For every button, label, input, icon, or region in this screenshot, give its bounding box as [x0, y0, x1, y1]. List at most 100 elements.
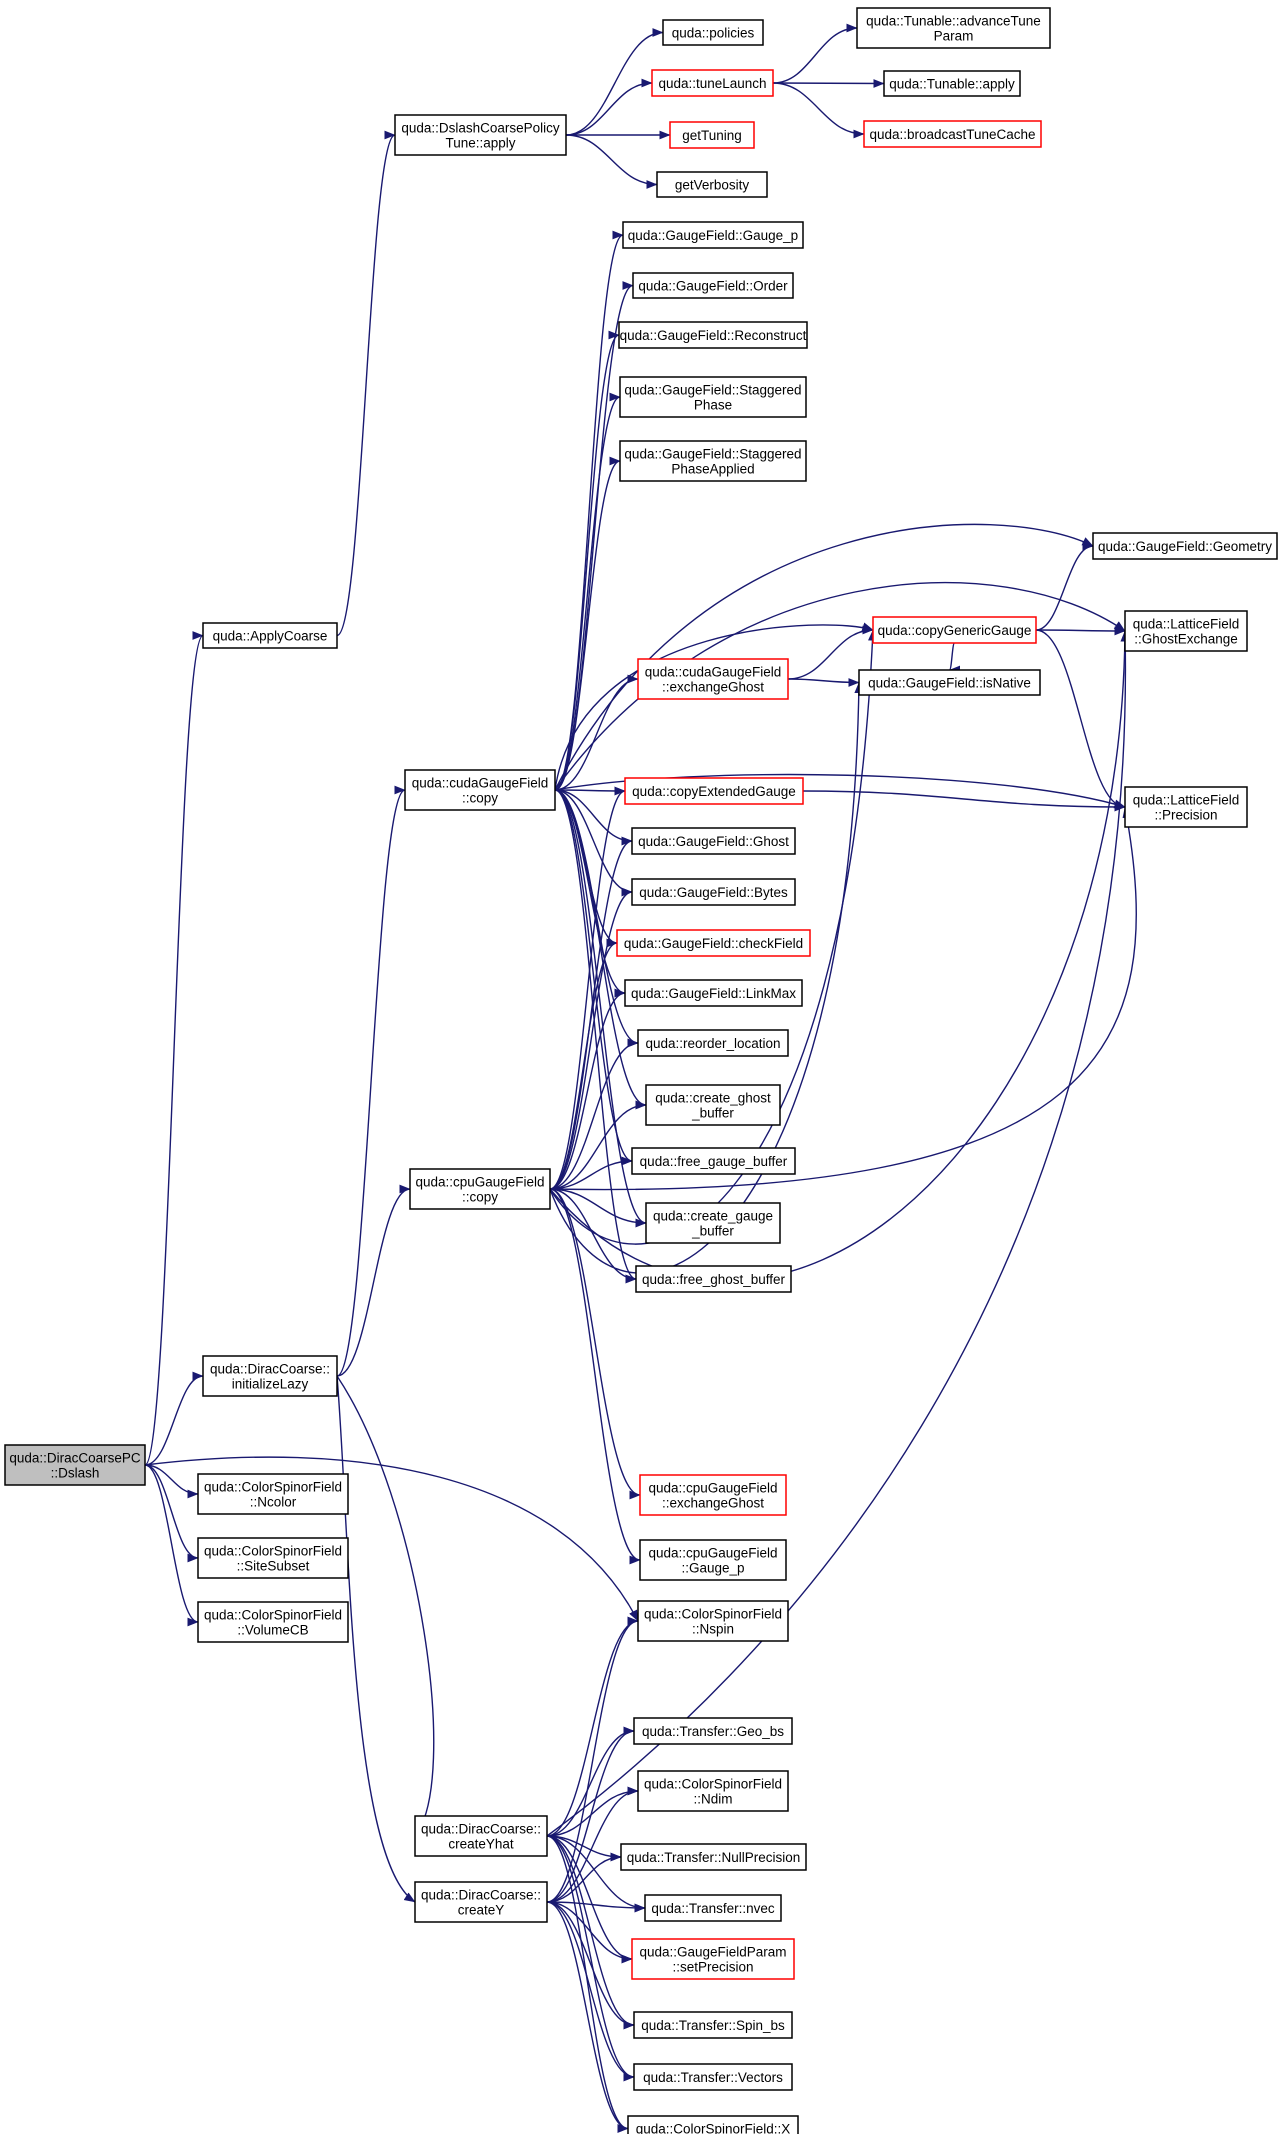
edge-dslashPolicy-to-tuneLaunch [565, 78, 653, 136]
edge-createY-to-nvec [546, 1901, 646, 1913]
node-box [856, 7, 1051, 49]
node-box [637, 1600, 789, 1642]
node-root[interactable]: quda::DiracCoarsePC::Dslash [4, 1444, 146, 1486]
node-createY[interactable]: quda::DiracCoarse::createY [414, 1881, 548, 1923]
node-label: Tune::apply [445, 136, 515, 151]
edge-copyExtendedGauge-to-precision [802, 790, 1126, 812]
node-nvec[interactable]: quda::Transfer::nvec [644, 1894, 782, 1922]
node-ncolor[interactable]: quda::ColorSpinorField::Ncolor [197, 1473, 349, 1515]
node-gaugeP[interactable]: quda::GaugeField::Gauge_p [622, 221, 804, 249]
node-broadcastTune[interactable]: quda::broadcastTuneCache [863, 120, 1042, 148]
node-label: quda::cudaGaugeField [412, 776, 549, 791]
node-copyGenericGauge[interactable]: quda::copyGenericGauge [872, 616, 1037, 644]
node-cpuCopy[interactable]: quda::cpuGaugeField::copy [409, 1168, 551, 1210]
node-box [863, 120, 1042, 148]
node-label: quda::policies [672, 26, 755, 41]
node-label: quda::copyExtendedGauge [632, 784, 796, 799]
node-box [619, 440, 807, 482]
edge-root-to-applyCoarse [144, 631, 204, 1466]
node-label: quda::ColorSpinorField [644, 1607, 782, 1622]
node-label: ::Precision [1154, 808, 1217, 823]
node-box [635, 1265, 792, 1293]
node-cudaExchangeGhost[interactable]: quda::cudaGaugeField::exchangeGhost [637, 658, 789, 700]
node-linkMax[interactable]: quda::GaugeField::LinkMax [624, 979, 803, 1007]
edge-applyCoarse-to-dslashPolicy [336, 130, 396, 637]
edge-copyGenericGauge-to-precision [1035, 629, 1126, 812]
node-vectors[interactable]: quda::Transfer::Vectors [633, 2063, 793, 2091]
edge-tuneLaunch-to-broadcastTune [772, 82, 865, 139]
node-reconstruct[interactable]: quda::GaugeField::Reconstruct [618, 321, 808, 349]
node-order[interactable]: quda::GaugeField::Order [632, 272, 794, 299]
edge-cudaCopy-to-precision [554, 773, 1126, 809]
node-box [620, 1843, 807, 1871]
node-nspin[interactable]: quda::ColorSpinorField::Nspin [637, 1600, 789, 1642]
node-label: ::SiteSubset [237, 1559, 310, 1574]
node-box [197, 1473, 349, 1515]
edge-cpuCopy-to-checkField [549, 938, 618, 1190]
node-box [858, 669, 1041, 696]
node-reorderLocation[interactable]: quda::reorder_location [637, 1029, 789, 1057]
node-volumeCB[interactable]: quda::ColorSpinorField::VolumeCB [197, 1601, 349, 1643]
node-box [633, 1717, 793, 1745]
node-getTuning[interactable]: getTuning [669, 121, 755, 149]
node-freeGaugeBuffer[interactable]: quda::free_gauge_buffer [631, 1147, 796, 1175]
node-applyCoarse[interactable]: quda::ApplyCoarse [202, 622, 338, 649]
node-createYhat[interactable]: quda::DiracCoarse::createYhat [414, 1815, 548, 1857]
node-geometry[interactable]: quda::GaugeField::Geometry [1092, 532, 1278, 560]
node-label: quda::GaugeField::Order [638, 279, 788, 294]
node-createGaugeBuffer[interactable]: quda::create_gauge_buffer [645, 1202, 781, 1244]
node-tuneLaunch[interactable]: quda::tuneLaunch [651, 69, 774, 97]
node-createGhostBuffer[interactable]: quda::create_ghost_buffer [645, 1084, 781, 1126]
node-isNative[interactable]: quda::GaugeField::isNative [858, 669, 1041, 696]
node-label: quda::ApplyCoarse [213, 629, 328, 644]
node-precision[interactable]: quda::LatticeField::Precision [1124, 786, 1248, 828]
node-cpuExchangeGhost[interactable]: quda::cpuGaugeField::exchangeGhost [639, 1474, 787, 1516]
node-cpuGaugeP[interactable]: quda::cpuGaugeField::Gauge_p [639, 1539, 787, 1581]
edge-createY-to-ndim [546, 1786, 639, 1903]
node-label: PhaseApplied [671, 462, 754, 477]
node-box [631, 1147, 796, 1175]
node-label: ::setPrecision [672, 1960, 753, 1975]
node-label: createYhat [448, 1837, 514, 1852]
edge-cpuCopy-to-copyExtendedGauge [549, 786, 626, 1190]
node-ghostExchange[interactable]: quda::LatticeField::GhostExchange [1124, 610, 1248, 652]
node-cudaCopy[interactable]: quda::cudaGaugeField::copy [404, 769, 556, 811]
node-bytes[interactable]: quda::GaugeField::Bytes [631, 878, 796, 906]
node-geoBs[interactable]: quda::Transfer::Geo_bs [633, 1717, 793, 1745]
node-label: quda::Transfer::Spin_bs [641, 2018, 785, 2033]
node-box [883, 70, 1021, 97]
node-label: ::exchangeGhost [662, 680, 764, 695]
node-copyExtendedGauge[interactable]: quda::copyExtendedGauge [624, 777, 804, 805]
node-setPrecision[interactable]: quda::GaugeFieldParam::setPrecision [631, 1938, 795, 1980]
node-tunableApply[interactable]: quda::Tunable::apply [883, 70, 1021, 97]
node-box [633, 2011, 793, 2039]
node-label: quda::GaugeField::Gauge_p [628, 228, 798, 243]
node-label: quda::DiracCoarse:: [421, 1888, 541, 1903]
node-policies[interactable]: quda::policies [662, 19, 764, 46]
node-label: quda::DiracCoarse:: [421, 1822, 541, 1837]
node-freeGhostBuffer[interactable]: quda::free_ghost_buffer [635, 1265, 792, 1293]
node-label: quda::DslashCoarsePolicy [401, 121, 560, 136]
node-label: quda::GaugeField::Reconstruct [620, 328, 807, 343]
node-ghost[interactable]: quda::GaugeField::Ghost [631, 827, 796, 855]
node-csfX[interactable]: quda::ColorSpinorField::X [627, 2115, 799, 2134]
edge-cudaCopy-to-gaugeP [554, 230, 624, 791]
node-spinBs[interactable]: quda::Transfer::Spin_bs [633, 2011, 793, 2039]
node-box [645, 1084, 781, 1126]
node-label: quda::GaugeField::Staggered [624, 383, 801, 398]
node-ndim[interactable]: quda::ColorSpinorField::Ndim [637, 1770, 789, 1812]
node-siteSubset[interactable]: quda::ColorSpinorField::SiteSubset [197, 1537, 349, 1579]
node-label: ::exchangeGhost [662, 1496, 764, 1511]
node-label: quda::cudaGaugeField [645, 665, 782, 680]
node-nullPrecision[interactable]: quda::Transfer::NullPrecision [620, 1843, 807, 1871]
node-checkField[interactable]: quda::GaugeField::checkField [616, 929, 811, 957]
edge-dslashPolicy-to-policies [565, 28, 664, 136]
node-getVerbosity[interactable]: getVerbosity [656, 171, 768, 198]
node-box [414, 1815, 548, 1857]
node-box [631, 1938, 795, 1980]
node-initLazy[interactable]: quda::DiracCoarse::initializeLazy [202, 1355, 338, 1397]
